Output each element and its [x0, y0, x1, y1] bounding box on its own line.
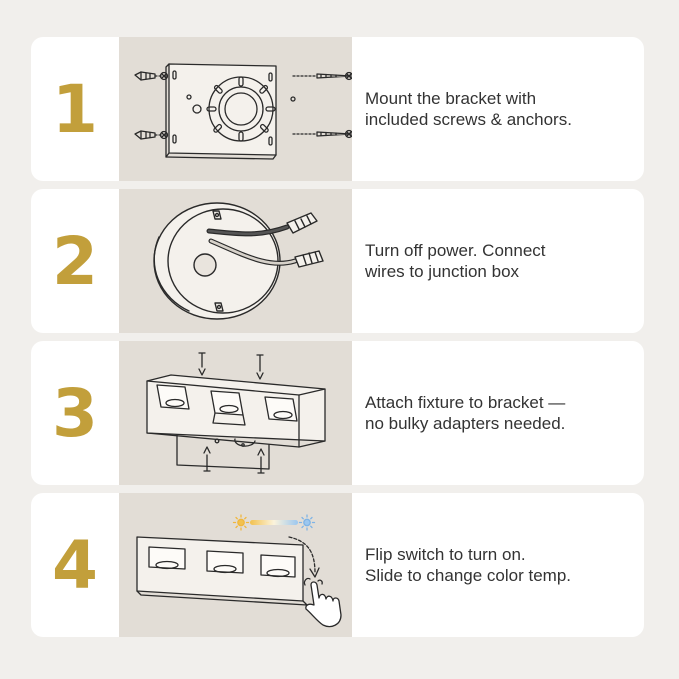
- step-number: 4: [52, 526, 98, 604]
- step-text-line: Attach fixture to bracket —: [365, 393, 566, 412]
- step-description: Attach fixture to bracket — no bulky ada…: [365, 341, 635, 485]
- step-text-line: no bulky adapters needed.: [365, 414, 566, 433]
- step-illustration: [119, 493, 352, 637]
- step-text-line: wires to junction box: [365, 262, 520, 281]
- step-card-4: 4: [31, 493, 644, 637]
- step-text-line: Flip switch to turn on.: [365, 545, 526, 564]
- step-text-line: Turn off power. Connect: [365, 241, 546, 260]
- step-card-3: 3: [31, 341, 644, 485]
- fixture-on-bracket-icon: [146, 352, 326, 474]
- step-illustration: [119, 37, 352, 181]
- step-description: Flip switch to turn on. Slide to change …: [365, 493, 635, 637]
- bracket-screws-anchors-icon: [134, 63, 352, 160]
- step-number: 1: [52, 70, 98, 148]
- step-number: 2: [52, 222, 98, 300]
- step-illustration: [119, 189, 352, 333]
- junction-box-wires-icon: [153, 202, 324, 320]
- step-card-1: 1: [31, 37, 644, 181]
- step-text-line: Mount the bracket with: [365, 89, 537, 108]
- step-text-line: Slide to change color temp.: [365, 566, 572, 585]
- step-card-2: 2: [31, 189, 644, 333]
- flip-switch-color-temp-icon: [136, 514, 342, 628]
- step-text-line: included screws & anchors.: [365, 110, 572, 129]
- step-description: Turn off power. Connect wires to junctio…: [365, 189, 635, 333]
- step-illustration: [119, 341, 352, 485]
- step-description: Mount the bracket with included screws &…: [365, 37, 635, 181]
- step-number: 3: [52, 374, 98, 452]
